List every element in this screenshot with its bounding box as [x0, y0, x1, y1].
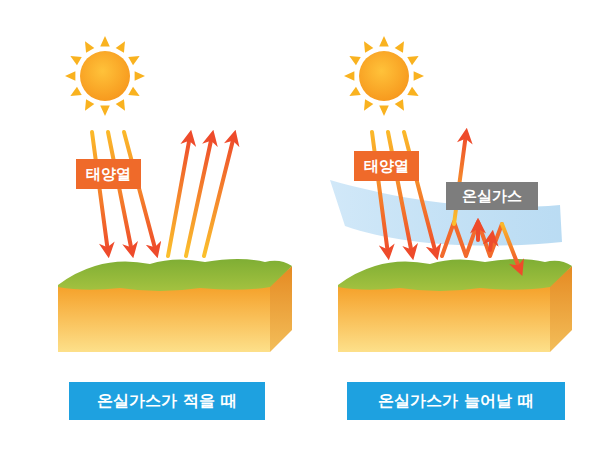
sun-ray [85, 41, 94, 52]
label-box: 태양열 [354, 151, 419, 181]
label-box: 태양열 [76, 159, 141, 189]
sun-ray [364, 99, 373, 110]
greenhouse-layer [330, 180, 562, 246]
label-text: 온실가스가 적을 때 [97, 391, 236, 412]
sun-ray [349, 56, 360, 65]
label-text: 온실가스가 늘어날 때 [378, 391, 533, 412]
sun-ray [379, 106, 389, 116]
reflected-arrows [168, 136, 234, 256]
ground-block [338, 259, 572, 352]
sun-ray [100, 106, 110, 116]
sun-ray [70, 87, 81, 96]
label-box: 온실가스 [446, 182, 538, 210]
sun-ray [414, 71, 424, 81]
sun [344, 36, 424, 116]
sun-ray [65, 71, 75, 81]
sun-ray [70, 56, 81, 65]
sun-ray [100, 36, 110, 46]
label-text: 태양열 [364, 157, 409, 176]
sun-ray [407, 87, 418, 96]
sun-ray [395, 41, 404, 52]
sun-ray [116, 99, 125, 110]
label-text: 태양열 [86, 165, 131, 184]
sun-ray [128, 87, 139, 96]
ground-block [58, 259, 292, 352]
sun-ray [364, 41, 373, 52]
sun-ray [379, 36, 389, 46]
sun-ray [85, 99, 94, 110]
caption-box: 온실가스가 늘어날 때 [347, 382, 565, 420]
sun-ray [407, 56, 418, 65]
sun-ray [349, 87, 360, 96]
sun-ray [128, 56, 139, 65]
sun [65, 36, 145, 116]
sun-ray [135, 71, 145, 81]
sun-ray [395, 99, 404, 110]
sun-ray [116, 41, 125, 52]
sun-ray [344, 71, 354, 81]
caption-box: 온실가스가 적을 때 [69, 382, 265, 420]
sunlight-arrows [92, 132, 156, 252]
label-text: 온실가스 [462, 187, 522, 206]
